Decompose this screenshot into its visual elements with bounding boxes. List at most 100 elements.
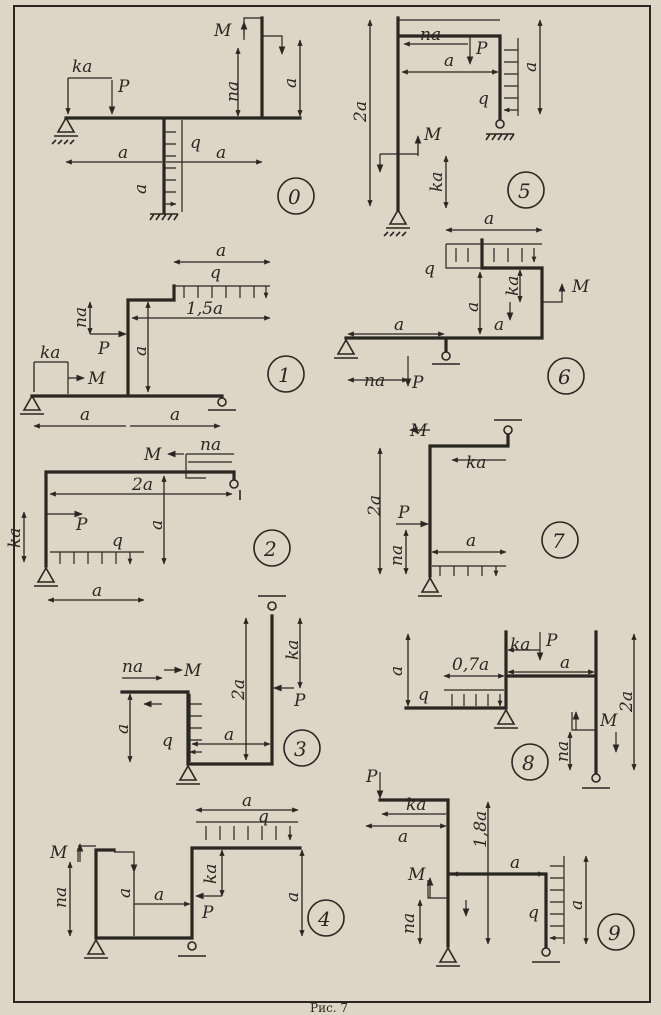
pin-support-icon [418,576,442,597]
diagram-number-2: 2 [263,537,277,561]
label-d7-m: M [409,421,428,441]
label-d5-ka: ka [427,172,447,192]
label-d5-2a: 2a [351,101,371,123]
pin-support-icon [20,394,44,415]
distributed-load-d5 [504,38,519,116]
hinge-support-icon [258,595,286,611]
diagram-number-3: 3 [294,737,307,761]
label-d1-na: na [71,307,91,328]
label-d8-na: na [553,741,573,762]
label-d3-2a: 2a [229,679,249,701]
label-d7-p: P [397,503,410,523]
label-d3-na: na [122,657,143,677]
roller-support-icon [229,479,241,500]
diagram-number-9: 9 [608,921,621,945]
label-d9-a-mid: a [510,853,520,873]
label-d1-m: M [87,369,106,389]
diagram-number-0: 0 [288,185,301,209]
label-d2-m: M [143,445,162,465]
diagram-1: a q 1,5a na P a ka M a a 1 [20,241,305,426]
distributed-load-d2 [50,551,144,564]
label-d4-a-top: a [242,791,252,811]
diagram-number-5: 5 [518,179,531,203]
label-d3-p: P [293,691,306,711]
pin-support-icon [51,116,78,145]
label-d6-a-v2: a [494,315,504,335]
label-d9-a-right: a [567,900,587,910]
label-d0-a3: a [131,184,151,194]
diagram-0: ka P q M na a a a a 0 [51,16,315,221]
label-d4-a-right: a [283,892,303,902]
label-d1-a1: a [80,405,90,425]
label-d9-m: M [407,865,426,885]
label-d1-a2: a [170,405,180,425]
pin-support-icon [176,764,200,785]
label-d1-span: 1,5a [186,299,223,319]
label-d6-a-top: a [484,209,494,229]
label-d9-q: q [528,903,539,923]
label-d1-q: q [210,263,221,283]
label-d3-ka: ka [283,640,303,660]
label-d5-a: a [444,51,454,71]
roller-support-icon [582,773,610,789]
label-d2-q: q [112,531,123,551]
label-d6-a: a [394,315,404,335]
label-d7-2a: 2a [365,495,385,517]
label-d0-a-right: a [281,78,301,88]
roller-support-icon [432,351,460,365]
fixed-support-icon [149,213,179,221]
label-d2-na: na [200,435,221,455]
label-d5-na: na [420,25,441,45]
label-d4-p: P [201,903,214,923]
label-d6-na: na [364,371,385,391]
distributed-load-d8 [444,689,504,706]
label-d5-p: P [475,39,488,59]
label-d4-na: na [51,887,71,908]
label-d7-ka: ka [466,453,486,473]
distributed-load-d9 [550,856,565,944]
label-d9-ka: ka [406,795,426,815]
label-d4-ka: ka [201,864,221,884]
pin-support-icon [334,338,358,359]
label-d9-na: na [399,913,419,934]
label-d8-2a: 2a [617,691,637,713]
label-d8-07a: 0,7a [452,655,489,675]
label-d3-q: q [162,731,173,751]
label-d0-na: na [223,81,243,102]
label-d5-m: M [423,125,442,145]
diagram-7: M ka 2a P na a 7 [365,419,579,597]
pin-support-icon [383,208,410,237]
page-frame [13,5,651,1003]
label-d1-a-top: a [216,241,226,261]
label-d6-a-v1: a [463,302,483,312]
label-d0-p: P [117,77,130,97]
label-d8-a-left: a [387,666,407,676]
label-d4-a-mid: a [154,885,164,905]
label-d1-ka: ka [40,343,60,363]
label-d2-ka: ka [5,528,25,548]
pin-support-icon [436,946,460,967]
diagram-number-4: 4 [317,907,331,931]
label-d8-p: P [545,631,558,651]
distributed-load-d1 [174,285,270,298]
diagram-number-7: 7 [552,529,565,553]
diagram-6: a q ka M a a a na P 6 [334,209,590,395]
label-d7-na: na [387,545,407,566]
diagram-number-1: 1 [278,363,291,387]
label-d1-p: P [97,339,110,359]
label-d5-q: q [478,89,489,109]
label-d6-p: P [411,373,424,393]
diagram-3: na M 2a ka P a q a 3 [113,595,321,785]
diagram-9: P ka a 1,8a a M na q a 9 [365,767,635,967]
roller-support-icon [208,397,236,411]
label-d8-ka: ka [510,635,530,655]
pin-support-icon [84,938,108,959]
distributed-load-d7 [432,565,506,576]
label-d8-a-mid: a [560,653,570,673]
distributed-load-d0 [164,120,183,212]
label-d2-2a: 2a [131,475,153,495]
label-d6-m: M [571,277,590,297]
label-d0-ka: ka [72,57,92,77]
